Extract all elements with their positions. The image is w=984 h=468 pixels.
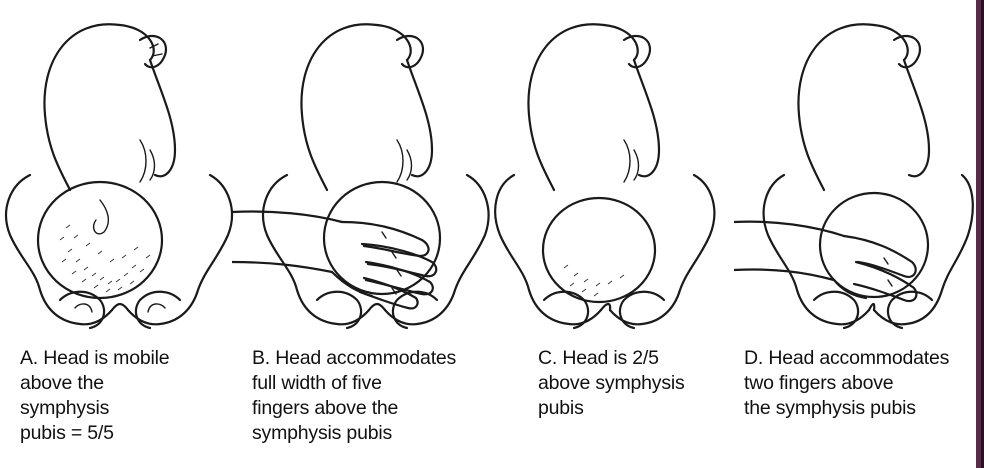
panel-c: C. Head is 2/5 above symphysis pubis bbox=[494, 0, 734, 468]
panel-b-illustration bbox=[232, 0, 494, 340]
panel-d: D. Head accommodates two fingers above t… bbox=[734, 0, 976, 468]
panel-c-caption: C. Head is 2/5 above symphysis pubis bbox=[538, 346, 685, 421]
panel-c-illustration bbox=[494, 0, 734, 340]
panel-a-illustration bbox=[0, 0, 240, 340]
head-hair-shading bbox=[60, 225, 150, 292]
panel-b: B. Head accommodates full width of five … bbox=[232, 0, 494, 468]
panel-a: A. Head is mobile above the symphysis pu… bbox=[0, 0, 240, 468]
head-hair-shading-c bbox=[564, 265, 624, 296]
panel-d-illustration bbox=[734, 0, 976, 340]
panel-b-caption: B. Head accommodates full width of five … bbox=[252, 346, 456, 446]
panel-d-caption: D. Head accommodates two fingers above t… bbox=[744, 346, 949, 421]
panel-a-caption: A. Head is mobile above the symphysis pu… bbox=[20, 346, 169, 446]
examiner-hand-two-fingers bbox=[734, 222, 916, 301]
